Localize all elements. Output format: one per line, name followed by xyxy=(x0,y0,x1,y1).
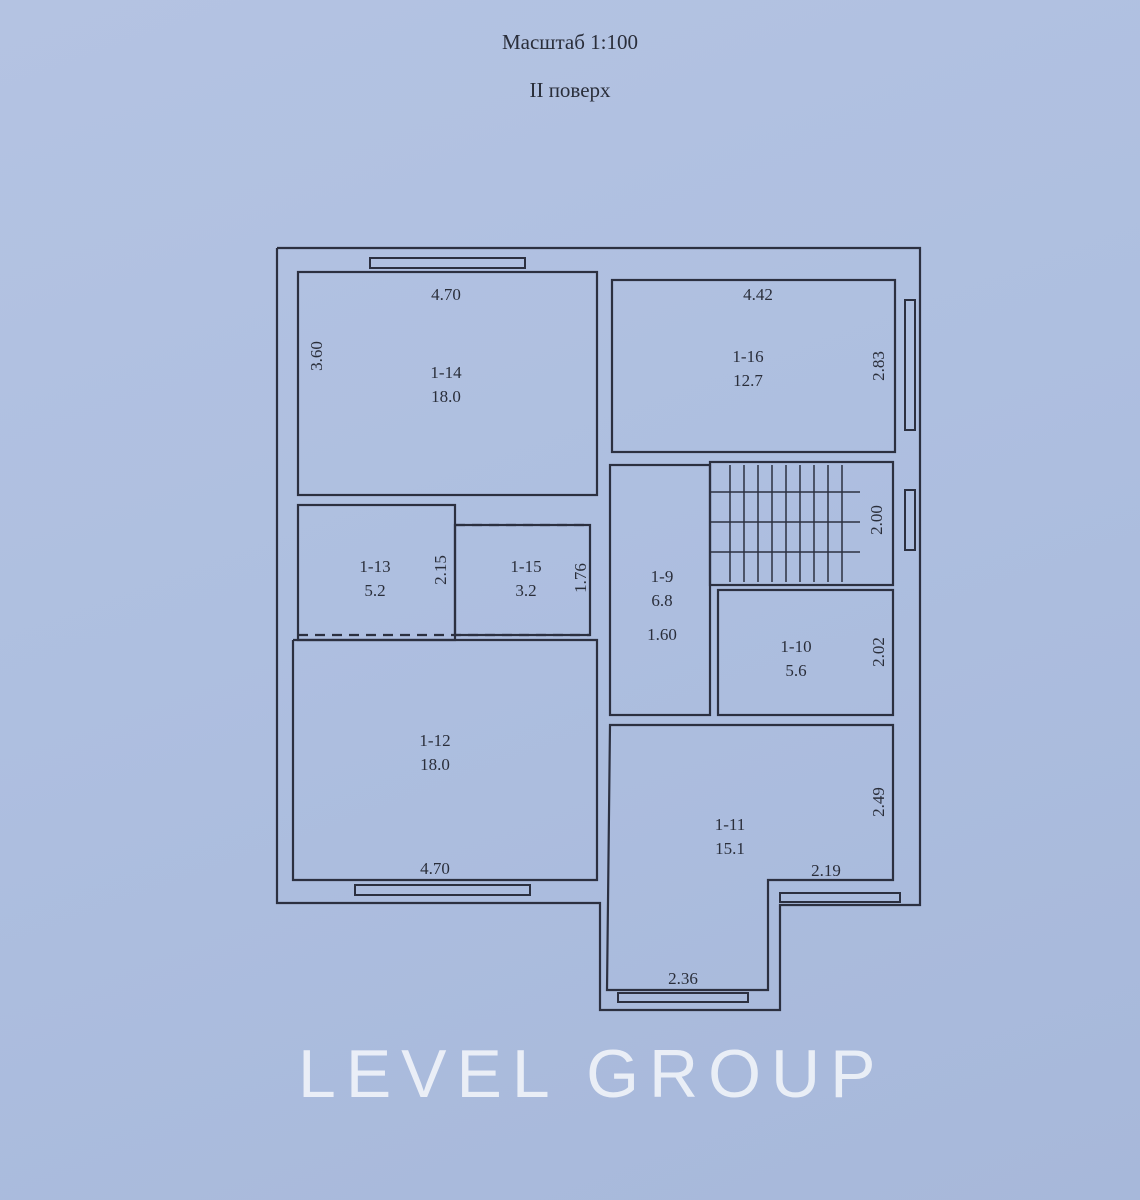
room-area: 18.0 xyxy=(420,755,450,774)
dimension: 2.02 xyxy=(869,637,888,667)
dimension: 4.70 xyxy=(431,285,461,304)
room-outline-1-15 xyxy=(453,523,592,637)
floor-label: II поверх xyxy=(529,78,611,102)
room-outline-1-9 xyxy=(608,463,712,717)
dimension: 2.00 xyxy=(867,505,886,535)
room-area: 18.0 xyxy=(431,387,461,406)
scale-label: Масштаб 1:100 xyxy=(501,30,638,54)
room-outline-1-10 xyxy=(716,588,895,717)
window xyxy=(904,489,916,551)
watermark-logo: LEVEL GROUP xyxy=(298,1036,886,1112)
dimension: 4.42 xyxy=(743,285,773,304)
room-area: 6.8 xyxy=(651,591,672,610)
window xyxy=(904,299,916,431)
room-id: 1-10 xyxy=(780,637,811,656)
window xyxy=(369,257,526,269)
room-outline-1-12 xyxy=(291,638,599,882)
room-area: 12.7 xyxy=(733,371,763,390)
room-id: 1-13 xyxy=(359,557,390,576)
room-outline-1-14 xyxy=(296,270,599,497)
dimension: 1.60 xyxy=(647,625,677,644)
dimension: 2.83 xyxy=(869,351,888,381)
room-outline-1-11 xyxy=(605,723,895,992)
dimension: 1.76 xyxy=(571,563,590,593)
room-id: 1-12 xyxy=(419,731,450,750)
outer-wall xyxy=(275,246,922,1012)
windows xyxy=(354,257,916,1003)
room-id: 1-15 xyxy=(510,557,541,576)
room-id: 1-11 xyxy=(715,815,746,834)
dimension: 2.15 xyxy=(431,555,450,585)
room-area: 5.6 xyxy=(785,661,806,680)
room-area: 15.1 xyxy=(715,839,745,858)
room-area: 5.2 xyxy=(364,581,385,600)
window xyxy=(779,892,901,903)
stairs-outline xyxy=(708,460,895,587)
walls xyxy=(275,246,922,1012)
room-id: 1-9 xyxy=(651,567,674,586)
dimension: 2.36 xyxy=(668,969,698,988)
dimension: 4.70 xyxy=(420,859,450,878)
room-id: 1-14 xyxy=(430,363,462,382)
dimension: 2.49 xyxy=(869,787,888,817)
window xyxy=(617,992,749,1003)
room-outline-1-16 xyxy=(610,278,897,454)
dimension: 2.19 xyxy=(811,861,841,880)
stair-steps xyxy=(710,465,860,582)
room-area: 3.2 xyxy=(515,581,536,600)
window xyxy=(354,884,531,896)
dimension: 3.60 xyxy=(307,341,326,371)
room-id: 1-16 xyxy=(732,347,763,366)
